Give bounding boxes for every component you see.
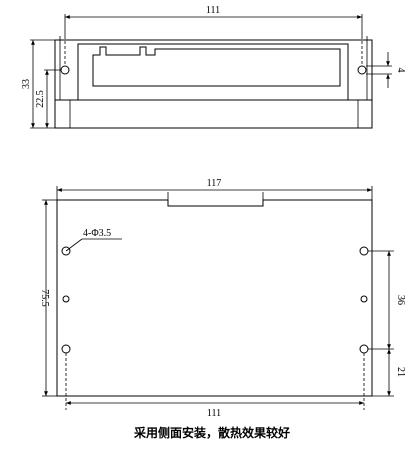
top-right-slot (357, 65, 367, 75)
bottom-width-label: 117 (207, 178, 222, 189)
top-slot-height-label: 22.5 (35, 90, 46, 108)
top-terminal-profile (92, 46, 341, 87)
hole-callout-label: 4-Φ3.5 (83, 228, 111, 239)
top-height-label: 33 (21, 79, 32, 89)
bottom-view: 117 4-Φ3.5 75.5 36 21 111 (39, 178, 406, 419)
spacing-label: 36 (395, 295, 406, 305)
top-view: 111 33 22.5 4 (21, 5, 406, 129)
hole-bottom-right (359, 344, 369, 354)
hole-callout-leader (65, 238, 83, 252)
hole-bottom-left (61, 344, 71, 354)
top-slot-label: 4 (395, 68, 406, 73)
hole-top-right (359, 246, 369, 256)
hole-mid-left (62, 295, 70, 303)
bottom-height-label: 75.5 (39, 289, 50, 307)
mounting-caption: 采用侧面安装，散热效果较好 (133, 425, 290, 440)
top-base-plate (54, 99, 373, 129)
offset-label: 21 (395, 367, 406, 377)
hole-mid-right (360, 295, 368, 303)
top-heatsink-body (77, 43, 349, 101)
top-width-label: 111 (206, 5, 220, 16)
bottom-hole-width-label: 111 (207, 408, 221, 419)
top-left-slot (60, 65, 70, 75)
hole-top-left (61, 246, 71, 256)
